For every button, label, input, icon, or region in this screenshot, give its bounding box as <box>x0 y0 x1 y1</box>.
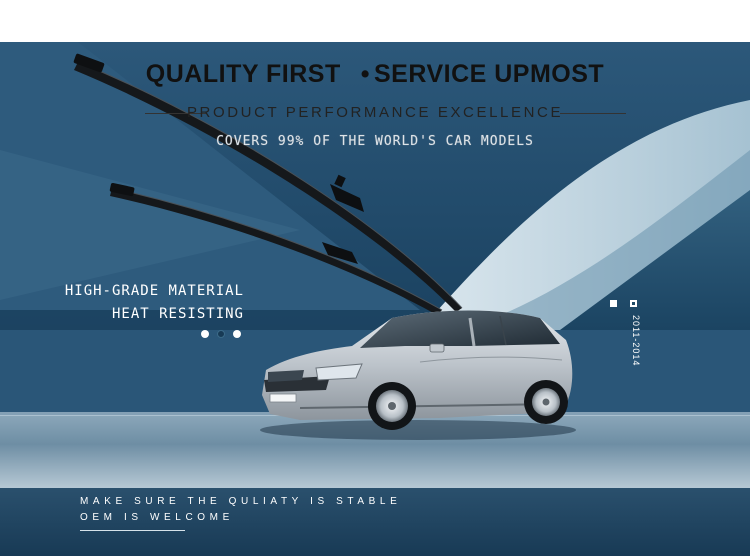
subline: PRODUCT PERFORMANCE EXCELLENCE <box>186 104 564 121</box>
footer-quality: MAKE SURE THE QULIATY IS STABLE <box>80 496 402 507</box>
carousel-dots <box>201 330 241 338</box>
subline-rule-right <box>560 113 626 114</box>
year-range: 2011-2014 <box>631 315 641 367</box>
headline-bullet: • <box>360 60 370 88</box>
headline-right: SERVICE UPMOST <box>374 60 605 88</box>
carousel-dot-icon[interactable] <box>217 330 225 338</box>
footer-oem: OEM IS WELCOME <box>80 512 234 523</box>
footer-rule <box>80 530 185 531</box>
carousel-dot-icon[interactable] <box>233 330 241 338</box>
carousel-dot-icon[interactable] <box>201 330 209 338</box>
coverage-text: COVERS 99% OF THE WORLD'S CAR MODELS <box>216 134 534 149</box>
subline-rule-left <box>145 113 207 114</box>
square-marker-icon <box>610 300 617 307</box>
wiper-blade-icon <box>73 53 463 312</box>
hatchback-car-icon <box>260 310 576 440</box>
headline: QUALITY FIRST •SERVICE UPMOST <box>0 60 750 89</box>
feature-material: HIGH-GRADE MATERIAL <box>64 283 244 299</box>
feature-heat: HEAT RESISTING <box>111 306 244 322</box>
square-marker-icon <box>630 300 637 307</box>
wiper-blade-icon <box>109 182 443 315</box>
headline-left: QUALITY FIRST <box>145 60 341 88</box>
